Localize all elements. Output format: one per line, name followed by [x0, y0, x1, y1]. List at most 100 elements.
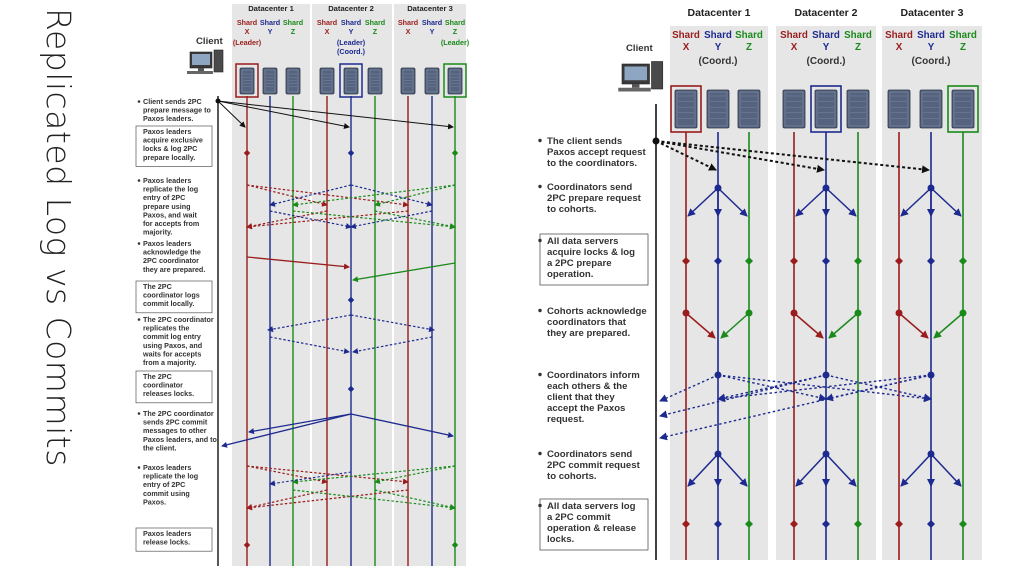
commit-log-replication-back	[246, 489, 328, 510]
server-panel	[708, 91, 728, 127]
prepare-replication-out	[292, 184, 456, 208]
commit-log-diamond	[714, 520, 722, 528]
ack-x	[898, 312, 929, 339]
step-box-10	[135, 527, 213, 552]
server-panel	[369, 69, 381, 93]
server-dc2-shard-0	[319, 67, 335, 95]
shard-label: Shard	[398, 18, 418, 27]
server-panel	[921, 91, 941, 127]
step-bullet-8	[137, 412, 141, 415]
leader-highlight-3	[443, 63, 467, 98]
commit-log-diamond	[854, 520, 862, 528]
shard-label: Shard	[780, 30, 808, 41]
server-panel	[426, 69, 438, 93]
step-bullet-1	[538, 138, 542, 143]
shard-label: Shard	[812, 30, 840, 41]
lock-log-diamond	[714, 257, 722, 265]
step-box-7	[539, 498, 649, 551]
server-panel	[241, 69, 253, 93]
commit-msg-client	[221, 413, 352, 448]
prepare-replication-out	[269, 184, 352, 207]
highlight-shard-x	[670, 85, 702, 133]
dc-role-1: (Leader)	[233, 38, 262, 47]
server-body	[367, 67, 383, 95]
step-bullet-7	[538, 503, 542, 508]
shard-label: Shard	[735, 30, 763, 41]
server-panel	[676, 91, 696, 127]
server-dc2-shard-2	[846, 89, 870, 129]
accept-request-1	[655, 140, 717, 171]
server-body	[343, 67, 359, 95]
prepare-msg-dc1	[217, 100, 246, 128]
dc-name-3: Datacenter 3	[900, 7, 963, 19]
shard-label: Shard	[885, 30, 913, 41]
server-body	[919, 89, 943, 129]
keyboard	[187, 71, 213, 74]
step-bullet-6	[538, 451, 542, 456]
shard-label: Shard	[365, 18, 385, 27]
server-dc3-shard-2	[447, 67, 463, 95]
shard-letter: Z	[373, 27, 378, 36]
lock-log-diamond	[959, 257, 967, 265]
lock-log-diamond	[745, 257, 753, 265]
dc-name-1: Datacenter 1	[248, 4, 294, 13]
server-body	[285, 67, 301, 95]
tower	[651, 61, 664, 90]
server-dc2-shard-0	[782, 89, 806, 129]
commit-to-z	[930, 453, 962, 487]
server-dc1-shard-2	[285, 67, 301, 95]
server-body	[400, 67, 416, 95]
monitor-screen	[624, 66, 647, 81]
server-dc3-shard-2	[951, 89, 975, 129]
server-dc1-shard-2	[737, 89, 761, 129]
prepare-replication-back	[350, 210, 433, 229]
shard-letter: Y	[268, 27, 273, 36]
prepare-to-x	[687, 187, 719, 217]
server-panel	[739, 91, 759, 127]
server-body	[814, 89, 838, 129]
accept-request-3	[655, 140, 930, 174]
commit-log-replication-out	[292, 465, 456, 485]
ack-x	[685, 312, 716, 339]
commit-log-diamond	[959, 520, 967, 528]
coord-log-commit-diamond	[347, 296, 355, 304]
leader-highlight-1	[235, 63, 259, 98]
shard-letter: X	[406, 27, 411, 36]
server-dc3-shard-1	[424, 67, 440, 95]
server-panel	[816, 91, 836, 127]
step-bullet-4	[538, 308, 542, 313]
prepare-replication-out	[374, 184, 456, 207]
shard-label: Shard	[844, 30, 872, 41]
server-dc3-shard-0	[400, 67, 416, 95]
step-bullet-4	[137, 242, 141, 245]
server-panel	[784, 91, 804, 127]
release-diamond-dc1	[243, 541, 251, 549]
server-dc2-shard-1	[814, 89, 838, 129]
server-dc1-shard-1	[706, 89, 730, 129]
step-bullet-6	[137, 318, 141, 321]
server-panel	[287, 69, 299, 93]
lock-log-diamond	[243, 149, 251, 157]
shard-letter: Z	[291, 27, 296, 36]
commit-log-diamond	[745, 520, 753, 528]
server-panel	[264, 69, 276, 93]
monitor-stand	[632, 84, 640, 88]
shard-label: Shard	[672, 30, 700, 41]
server-dc2-shard-1	[343, 67, 359, 95]
lock-log-diamond	[790, 257, 798, 265]
prepare-msg-dc3	[217, 100, 454, 130]
step-bullet-9	[137, 466, 141, 469]
lock-log-diamond	[682, 257, 690, 265]
